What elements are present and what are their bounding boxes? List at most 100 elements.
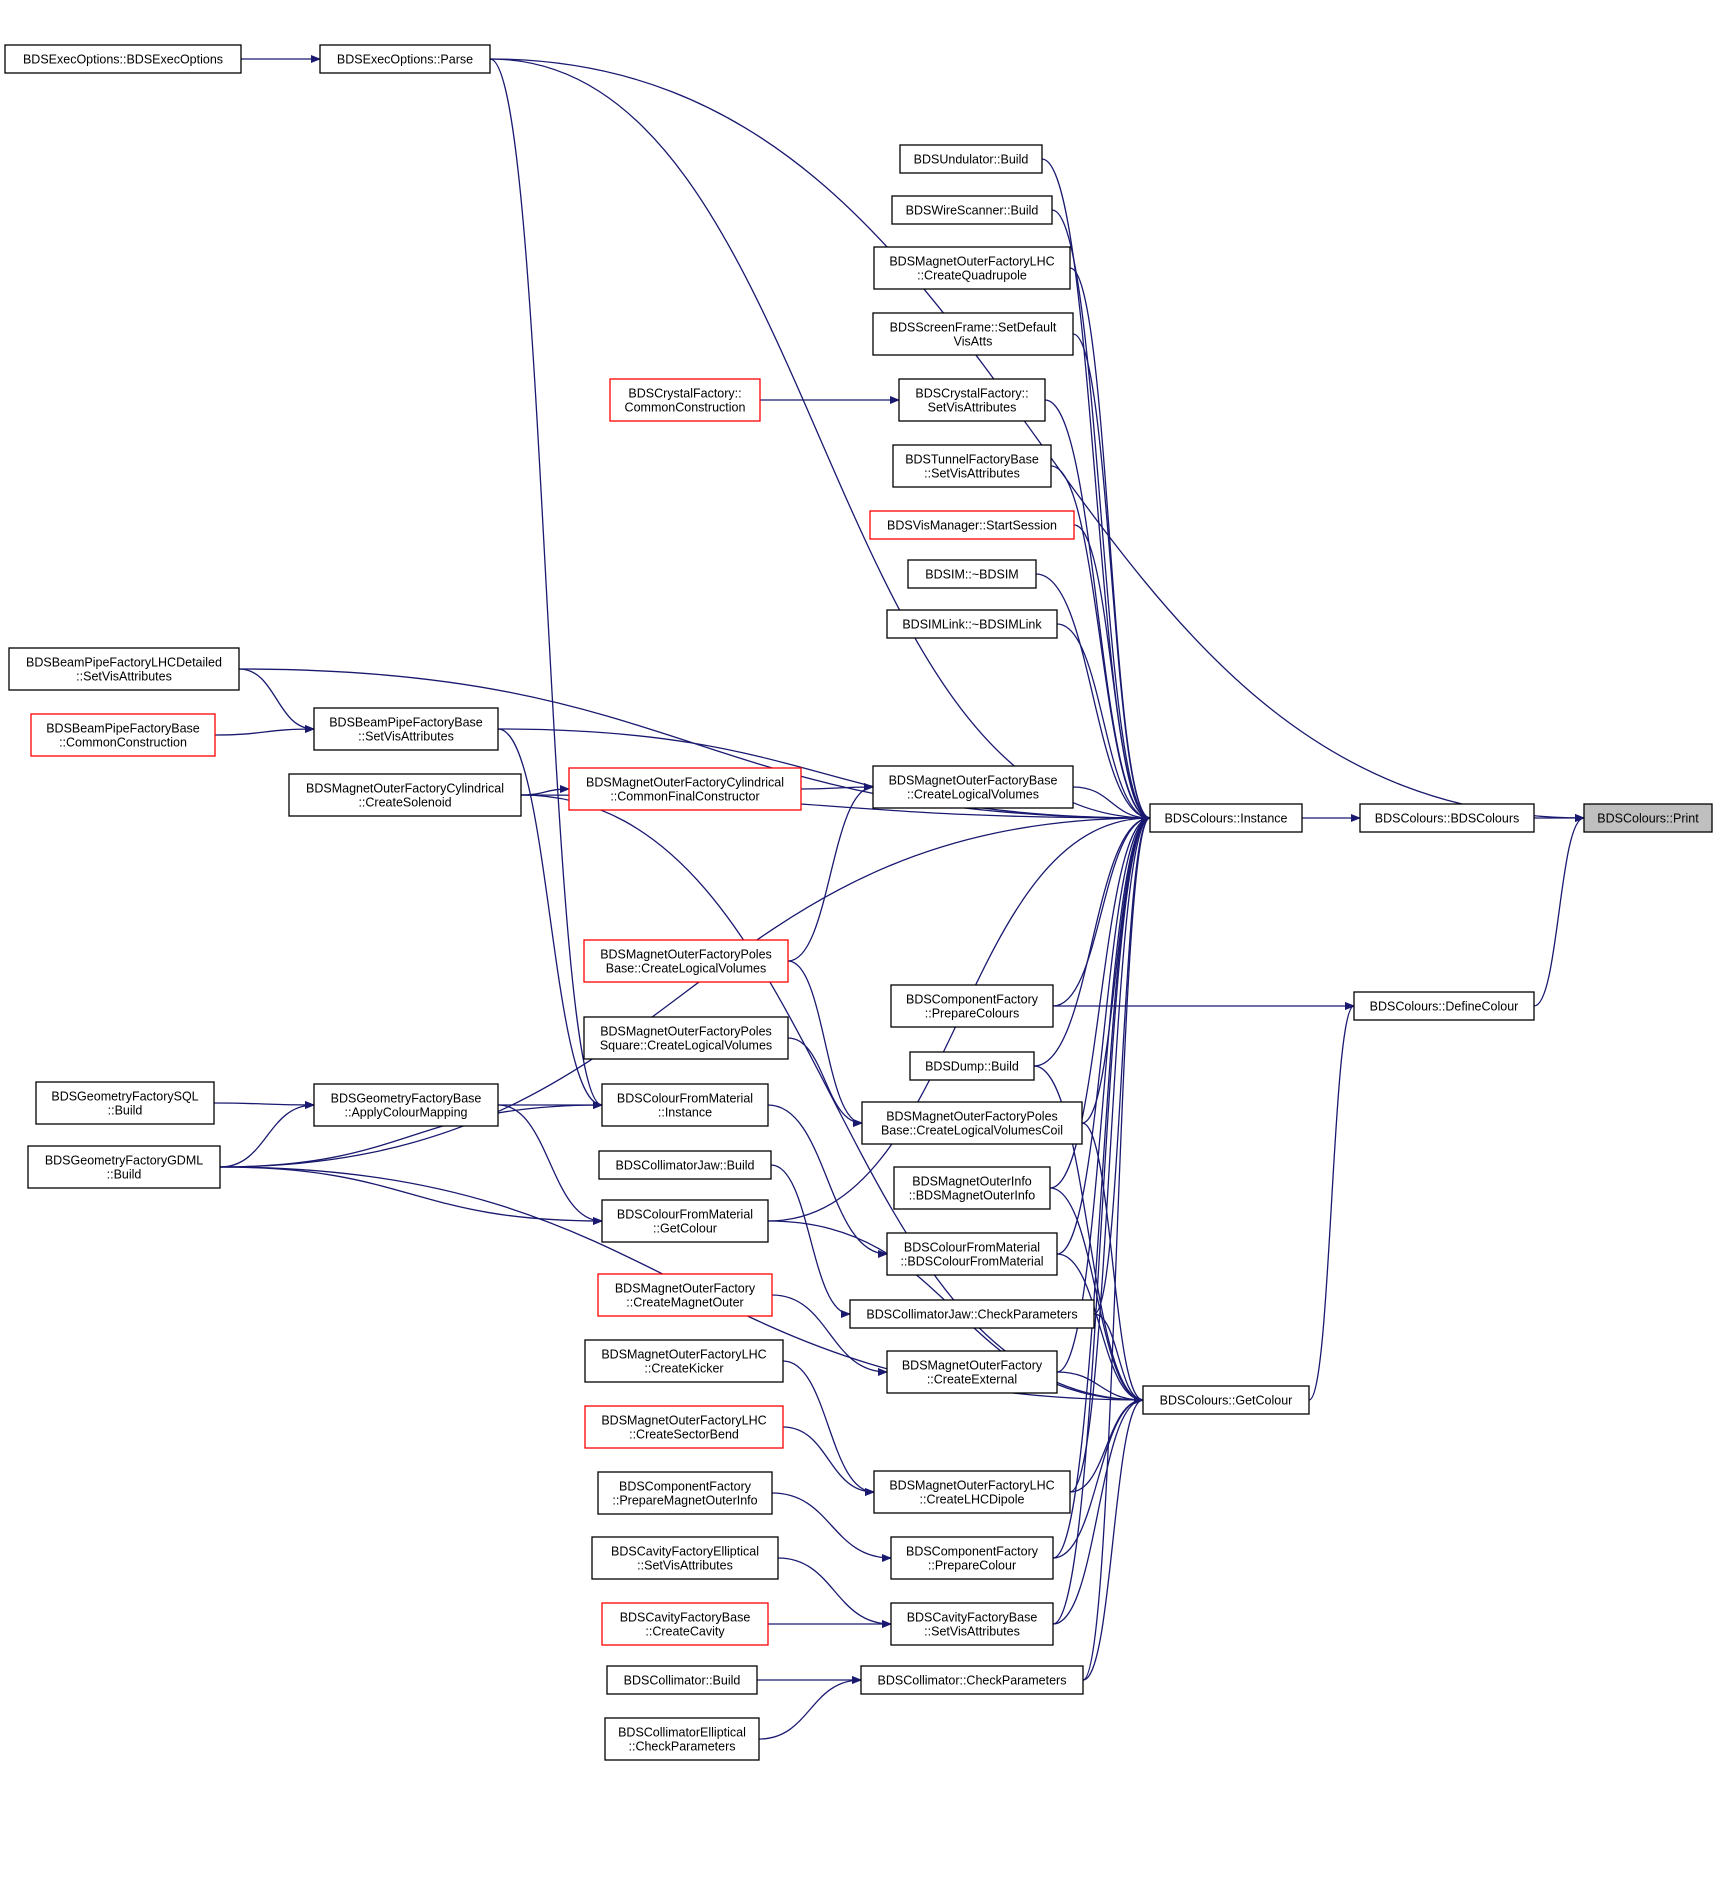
node-cylcommonfinal[interactable]: BDSMagnetOuterFactoryCylindrical::Common…: [568, 767, 802, 811]
edge-gdml-to-cfminstance: [219, 1101, 603, 1168]
node-definecolour[interactable]: BDSColours::DefineColour: [1353, 991, 1535, 1021]
node-label-line: ::Instance: [658, 1106, 712, 1120]
node-box: [584, 1405, 784, 1449]
node-box: [584, 1339, 784, 1383]
edge-crystalvis-to-instance: [1044, 399, 1151, 822]
node-label-line: BDSCollimator::CheckParameters: [878, 1674, 1067, 1688]
node-compfactorycolour[interactable]: BDSComponentFactory::PrepareColour: [890, 1536, 1054, 1580]
edge-bpbasevis-to-cfminstance: [497, 728, 603, 1109]
node-box: [873, 246, 1071, 290]
node-polesbaselv[interactable]: BDSMagnetOuterFactoryPolesBase::CreateLo…: [583, 939, 789, 983]
node-undulator[interactable]: BDSUndulator::Build: [899, 144, 1043, 174]
node-collbuild[interactable]: BDSCollimator::Build: [606, 1665, 758, 1695]
node-cfmgetcolour[interactable]: BDSColourFromMaterial::GetColour: [601, 1199, 769, 1243]
node-box: [890, 1602, 1054, 1646]
edge-polesbasecoil-to-getcolour: [1081, 1122, 1144, 1404]
node-polesbasecoil[interactable]: BDSMagnetOuterFactoryPolesBase::CreateLo…: [861, 1101, 1083, 1145]
edge-parse-to-print: [489, 58, 1585, 822]
edge-polesbasecoil-to-instance: [1081, 814, 1151, 1124]
node-box: [890, 1536, 1054, 1580]
node-bdsim[interactable]: BDSIM::~BDSIM: [907, 559, 1037, 589]
node-collellcheck[interactable]: BDSCollimatorElliptical::CheckParameters: [604, 1717, 760, 1761]
node-compfactorycolours[interactable]: BDSComponentFactory::PrepareColours: [890, 984, 1054, 1028]
node-box: [601, 1199, 769, 1243]
node-crystalvis[interactable]: BDSCrystalFactory::SetVisAttributes: [898, 378, 1046, 422]
node-cylsolenoid[interactable]: BDSMagnetOuterFactoryCylindrical::Create…: [288, 773, 522, 817]
node-vismanager[interactable]: BDSVisManager::StartSession: [869, 510, 1075, 540]
node-compfactorymoi[interactable]: BDSComponentFactory::PrepareMagnetOuterI…: [597, 1471, 773, 1515]
node-label-line: BDSMagnetOuterFactoryBase: [889, 774, 1058, 788]
node-cfminstance[interactable]: BDSColourFromMaterial::Instance: [601, 1083, 769, 1127]
node-label-line: SetVisAttributes: [928, 401, 1017, 415]
node-label-line: BDSBeamPipeFactoryBase: [46, 722, 200, 736]
node-box: [583, 1016, 789, 1060]
node-lhcdipole[interactable]: BDSMagnetOuterFactoryLHC::CreateLHCDipol…: [873, 1470, 1071, 1514]
node-label-line: BDSMagnetOuterFactoryCylindrical: [306, 782, 504, 796]
node-box: [886, 1350, 1058, 1394]
edge-colljawbuild-to-colljawcheck: [770, 1164, 851, 1318]
node-bdsimlink[interactable]: BDSIMLink::~BDSIMLink: [886, 609, 1058, 639]
node-bplhcdet[interactable]: BDSBeamPipeFactoryLHCDetailed::SetVisAtt…: [8, 647, 240, 691]
node-dump[interactable]: BDSDump::Build: [909, 1051, 1035, 1081]
node-instance[interactable]: BDSColours::Instance: [1149, 803, 1303, 833]
node-colljawbuild[interactable]: BDSCollimatorJaw::Build: [598, 1150, 772, 1180]
node-lhckicker[interactable]: BDSMagnetOuterFactoryLHC::CreateKicker: [584, 1339, 784, 1383]
edge-magouterinfo-to-instance: [1049, 814, 1151, 1189]
node-parse[interactable]: BDSExecOptions::Parse: [319, 44, 491, 74]
node-box: [872, 765, 1074, 809]
node-print[interactable]: BDSColours::Print: [1583, 803, 1713, 833]
node-bdscolours[interactable]: BDSColours::BDSColours: [1359, 803, 1535, 833]
node-collcheck[interactable]: BDSCollimator::CheckParameters: [860, 1665, 1084, 1695]
node-crystalcommon[interactable]: BDSCrystalFactory::CommonConstruction: [609, 378, 761, 422]
node-mofbaselv[interactable]: BDSMagnetOuterFactoryBase::CreateLogical…: [872, 765, 1074, 809]
node-getcolour[interactable]: BDSColours::GetColour: [1142, 1385, 1310, 1415]
node-box: [288, 773, 522, 817]
node-cavbasevis[interactable]: BDSCavityFactoryBase::SetVisAttributes: [890, 1602, 1054, 1646]
node-label-line: BDSMagnetOuterFactory: [615, 1282, 756, 1296]
node-label-line: ::CreateCavity: [645, 1625, 725, 1639]
node-gfsql[interactable]: BDSGeometryFactorySQL::Build: [35, 1081, 215, 1125]
node-label-line: BDSComponentFactory: [906, 993, 1039, 1007]
edge-definecolour-to-print: [1533, 814, 1585, 1007]
node-gdml[interactable]: BDSGeometryFactoryGDML::Build: [27, 1145, 221, 1189]
node-bpbasevis[interactable]: BDSBeamPipeFactoryBase::SetVisAttributes: [313, 707, 499, 751]
node-magouterinfo[interactable]: BDSMagnetOuterInfo::BDSMagnetOuterInfo: [893, 1166, 1051, 1210]
node-box: [909, 1051, 1035, 1081]
edge-bplhcdet-to-bpbasevis: [238, 668, 315, 733]
node-box: [873, 1470, 1071, 1514]
node-box: [601, 1083, 769, 1127]
node-box: [583, 939, 789, 983]
node-tunnelvis[interactable]: BDSTunnelFactoryBase::SetVisAttributes: [892, 444, 1052, 488]
node-cavellvis[interactable]: BDSCavityFactoryElliptical::SetVisAttrib…: [591, 1536, 779, 1580]
node-box: [1142, 1385, 1310, 1415]
node-box: [319, 44, 491, 74]
node-box: [860, 1665, 1084, 1695]
node-cfmctor[interactable]: BDSColourFromMaterial::BDSColourFromMate…: [886, 1232, 1058, 1276]
node-lhcquad[interactable]: BDSMagnetOuterFactoryLHC::CreateQuadrupo…: [873, 246, 1071, 290]
edge-gdml-to-cfmgetcolour: [219, 1166, 603, 1225]
node-gfbase[interactable]: BDSGeometryFactoryBase::ApplyColourMappi…: [313, 1083, 499, 1127]
node-box: [597, 1273, 773, 1317]
node-lhcsectorbend[interactable]: BDSMagnetOuterFactoryLHC::CreateSectorBe…: [584, 1405, 784, 1449]
node-bpbasecommon[interactable]: BDSBeamPipeFactoryBase::CommonConstructi…: [30, 713, 216, 757]
node-mofcreatemagouter[interactable]: BDSMagnetOuterFactory::CreateMagnetOuter: [597, 1273, 773, 1317]
node-execopts[interactable]: BDSExecOptions::BDSExecOptions: [4, 44, 242, 74]
node-box: [604, 1717, 760, 1761]
node-label-line: BDSGeometryFactoryBase: [331, 1092, 482, 1106]
node-colljawcheck[interactable]: BDSCollimatorJaw::CheckParameters: [849, 1299, 1095, 1329]
node-polessquarelv[interactable]: BDSMagnetOuterFactoryPolesSquare::Create…: [583, 1016, 789, 1060]
node-label-line: ::CreateLHCDipole: [920, 1493, 1025, 1507]
node-cavbasecreate[interactable]: BDSCavityFactoryBase::CreateCavity: [601, 1602, 769, 1646]
node-mofexternal[interactable]: BDSMagnetOuterFactory::CreateExternal: [886, 1350, 1058, 1394]
edge-compfactorycolour-to-instance: [1052, 814, 1151, 1559]
edge-bpbasecommon-to-bpbasevis: [214, 725, 315, 736]
edge-vismanager-to-instance: [1073, 524, 1151, 822]
node-wirescanner[interactable]: BDSWireScanner::Build: [891, 195, 1053, 225]
edge-bdsimlink-to-instance: [1056, 623, 1151, 822]
node-label-line: BDSComponentFactory: [619, 1480, 752, 1494]
edge-gfsql-to-gfbase: [213, 1100, 315, 1109]
node-label-line: ::CommonFinalConstructor: [610, 790, 759, 804]
node-label-line: Square::CreateLogicalVolumes: [600, 1039, 772, 1053]
node-label-line: ::CreateLogicalVolumes: [907, 788, 1039, 802]
